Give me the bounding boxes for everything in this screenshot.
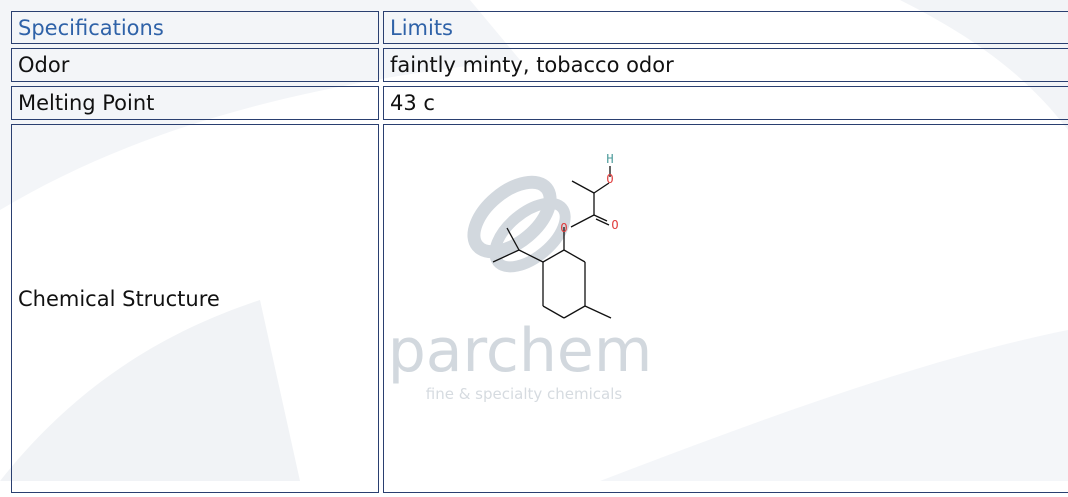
table-header-row: Specifications Limits [11,11,1068,44]
spec-value-odor: faintly minty, tobacco odor [383,48,1068,82]
watermark-brand: parchem [388,316,653,386]
header-limits: Limits [383,11,1068,44]
spec-label-odor: Odor [11,48,379,82]
table-row: Melting Point 43 c [11,86,1068,120]
spec-value-melting-point: 43 c [383,86,1068,120]
parchem-logo-watermark: parchem fine & specialty chemicals [388,175,653,403]
chemical-structure-diagram: parchem fine & specialty chemicals [388,152,653,403]
spec-label-chemical-structure: Chemical Structure [11,124,379,493]
atom-label-oxygen-hydroxyl: O [606,172,613,186]
atom-label-oxygen-ester: O [560,221,567,235]
header-specifications: Specifications [11,11,379,44]
table-row: Chemical Structure parchem fine & specia… [11,124,1068,493]
molecule-bonds [492,166,612,319]
chemical-structure-cell: parchem fine & specialty chemicals [383,124,1068,493]
atom-label-hydrogen: H [606,152,613,166]
atom-label-oxygen-carbonyl: O [611,218,618,232]
watermark-tagline: fine & specialty chemicals [426,385,623,403]
table-row: Odor faintly minty, tobacco odor [11,48,1068,82]
specifications-table: Specifications Limits Odor faintly minty… [7,7,1068,497]
spec-label-melting-point: Melting Point [11,86,379,120]
